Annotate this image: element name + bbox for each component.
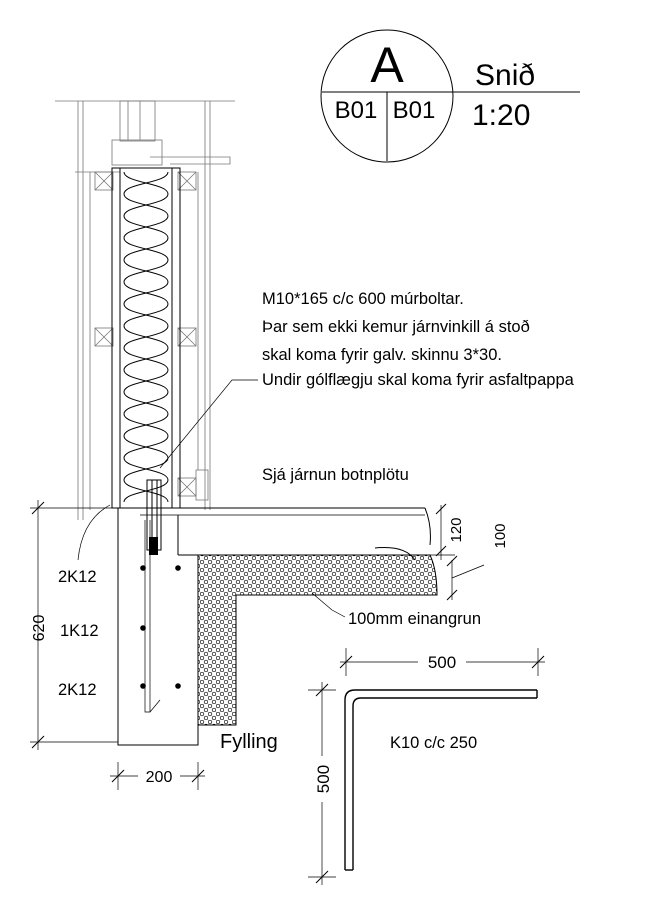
- section-ref-right: B01: [393, 97, 436, 124]
- dim-200-value: 200: [146, 769, 173, 786]
- rebar-dot-middle: [140, 625, 146, 631]
- footing-outline: [117, 508, 199, 746]
- wall-base-trim: [195, 469, 209, 501]
- window-sill: [111, 139, 163, 166]
- rebar-label-top: 2K12: [58, 568, 97, 586]
- dim-500v-mask: [313, 756, 331, 802]
- dim-500v-value: 500: [314, 765, 333, 793]
- dim-500h-tick-left: [339, 655, 353, 669]
- slab-reinforcement-note: Sjá járnun botnplötu: [262, 466, 409, 484]
- dim-120-tick-top: [435, 503, 447, 515]
- anchor-nut: [149, 537, 158, 555]
- dim-200-tick-right: [191, 769, 205, 783]
- rebar-dot-top-right: [175, 565, 181, 571]
- dim-620-tick-top: [31, 501, 45, 515]
- bar-outer: [344, 689, 537, 870]
- foundation: [117, 479, 438, 746]
- insulation-leader: [311, 592, 346, 618]
- brace-diag-5b: [177, 477, 197, 497]
- rebar-dot-top-left: [140, 565, 146, 571]
- section-letter: A: [370, 37, 404, 93]
- stud-frame: [111, 167, 181, 509]
- stirrup-bar: [144, 520, 151, 713]
- dim-620-tick-bottom: [31, 735, 45, 749]
- rebar-dot-bottom-right: [175, 683, 181, 689]
- brace-diag-2b: [177, 171, 197, 191]
- dim-100-tick-bottom: [446, 589, 458, 601]
- dim-500v-tick-top: [315, 683, 329, 697]
- sill-flashing: [150, 156, 231, 165]
- dim-100-value: 100: [492, 523, 509, 548]
- bolt-note-line-2: Þar sem ekki kemur járnvinkill á stoð: [262, 318, 530, 336]
- wall-structure: [55, 100, 235, 520]
- brace-box-2: [177, 171, 197, 191]
- section-title: Snið: [475, 59, 535, 92]
- brace-box-4: [177, 327, 197, 347]
- dim-500h-tick-right: [531, 655, 545, 669]
- dim-500h-mask: [418, 652, 466, 670]
- dim-120-value: 120: [448, 517, 465, 542]
- dim-200-tick-left: [111, 769, 125, 783]
- insulation-note: 100mm einangrun: [348, 610, 481, 628]
- brace-diag-1b: [94, 171, 114, 191]
- brace-diag-4b: [177, 327, 197, 347]
- bolt-note-leader: [159, 379, 258, 469]
- insulation-batt-wave: [123, 171, 169, 503]
- dim-100-tick-top: [446, 555, 458, 567]
- section-scale: 1:20: [472, 99, 530, 132]
- slab-insulation: [197, 554, 438, 726]
- dim-200-mask: [138, 768, 180, 784]
- rebar-label-bottom: 2K12: [58, 681, 97, 699]
- rebar-dot-bottom-left: [140, 683, 146, 689]
- insulated-wall: [111, 167, 181, 509]
- dim-620-value: 620: [31, 615, 48, 642]
- dim-500v-tick-bottom: [315, 870, 329, 884]
- brace-box-3: [94, 327, 114, 347]
- bolt-note-line-1: M10*165 c/c 600 múrboltar.: [262, 290, 464, 308]
- slab-edge-curve: [424, 507, 431, 546]
- bar-inner: [352, 697, 537, 870]
- bar-detail: [344, 689, 538, 871]
- brace-box-1: [94, 171, 114, 191]
- bar-label: K10 c/c 250: [390, 734, 477, 752]
- section-marker: A B01 B01 Snið 1:20: [320, 29, 580, 163]
- bolt-note-line-4: Undir gólflægju skal koma fyrir asfaltpa…: [262, 371, 575, 389]
- fill-label: Fylling: [220, 731, 278, 753]
- section-ref-left: B01: [335, 97, 378, 124]
- dim-100-leader: [451, 564, 485, 579]
- dim-500h-value: 500: [428, 653, 456, 672]
- dimensions: 620 200 120 100 500 500: [30, 500, 545, 885]
- window-frame: [119, 100, 156, 142]
- bolt-note-line-3: skal koma fyrir galv. skinnu 3*30.: [262, 346, 502, 364]
- dim-120-tick-bottom: [435, 545, 447, 557]
- brace-diag-3b: [94, 327, 114, 347]
- notes: M10*165 c/c 600 múrboltar. Þar sem ekki …: [58, 290, 575, 753]
- section-circle: [320, 29, 454, 163]
- rebar-label-middle: 1K12: [60, 622, 99, 640]
- stirrup-hook: [149, 699, 161, 713]
